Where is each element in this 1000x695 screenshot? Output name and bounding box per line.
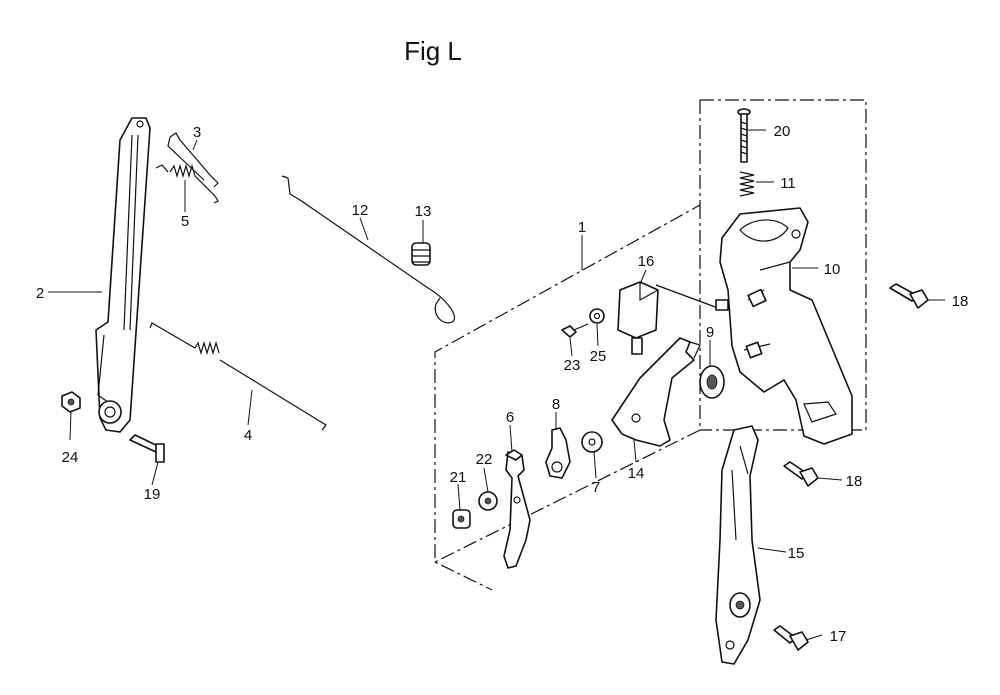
callout-20: 20 <box>774 123 791 140</box>
callout-22: 22 <box>476 451 493 468</box>
callout-12: 12 <box>352 202 369 219</box>
callout-2: 2 <box>36 285 44 302</box>
callout-13: 13 <box>415 203 432 220</box>
part-7-washer <box>581 431 603 453</box>
part-17-bolt <box>773 625 809 651</box>
part-22-washer <box>478 491 498 511</box>
callout-25: 25 <box>590 348 607 365</box>
callout-9: 9 <box>706 324 714 341</box>
part-21-collar <box>452 509 471 529</box>
part-15-long-lever <box>715 425 761 665</box>
part-2-arm <box>95 117 151 433</box>
part-8-small-arm <box>545 427 571 479</box>
callout-18-upper: 18 <box>952 293 969 310</box>
part-3-wire-link <box>167 132 219 188</box>
callout-24: 24 <box>62 449 79 466</box>
figure-title: Fig L <box>404 36 462 66</box>
callout-labels: 1 2 3 4 5 6 7 8 9 10 11 12 13 14 15 16 1… <box>36 123 969 645</box>
part-20-screw <box>737 108 751 163</box>
callout-17: 17 <box>830 628 847 645</box>
part-9-pulley <box>699 365 725 399</box>
part-6-lever <box>503 449 531 569</box>
callout-8: 8 <box>552 396 560 413</box>
part-5-spring <box>155 163 219 204</box>
callout-23: 23 <box>564 357 581 374</box>
assembly-outline <box>434 99 867 591</box>
leader-lines <box>48 129 945 641</box>
part-14-bracket <box>611 337 701 447</box>
part-18-bolt-upper <box>889 283 929 309</box>
part-16-switch <box>617 281 729 355</box>
part-13-collar <box>411 242 431 266</box>
callout-3: 3 <box>193 124 201 141</box>
callout-7: 7 <box>592 479 600 496</box>
callout-19: 19 <box>144 486 161 503</box>
part-12-bent-rod <box>281 175 456 324</box>
callout-15: 15 <box>788 545 805 562</box>
part-10-main-bracket <box>719 207 853 445</box>
part-18-bolt-middle <box>783 461 819 487</box>
callout-6: 6 <box>506 409 514 426</box>
callout-10: 10 <box>824 261 841 278</box>
part-4-rod <box>149 322 327 431</box>
callout-4: 4 <box>244 427 252 444</box>
part-23-bolt <box>561 323 589 338</box>
part-19-bolt <box>129 434 165 463</box>
callout-16: 16 <box>638 253 655 270</box>
callout-11: 11 <box>780 175 796 192</box>
callout-14: 14 <box>628 465 645 482</box>
callout-1: 1 <box>578 219 586 236</box>
callout-21: 21 <box>450 469 467 486</box>
part-11-spring <box>739 171 755 197</box>
part-25-washer <box>589 308 605 324</box>
callout-18-middle: 18 <box>846 473 863 490</box>
callout-5: 5 <box>181 213 189 230</box>
part-24-nut <box>61 391 81 413</box>
